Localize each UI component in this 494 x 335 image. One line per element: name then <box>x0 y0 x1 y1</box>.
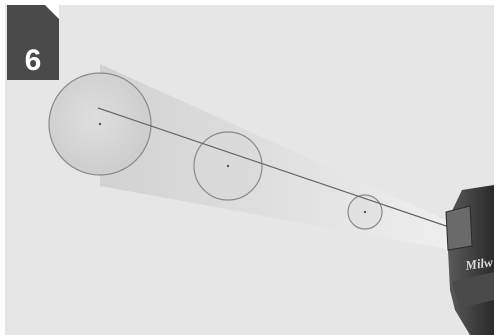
laser-line <box>97 107 453 229</box>
step-number-badge: 6 <box>7 5 59 80</box>
step-number: 6 <box>24 44 42 77</box>
device-lens <box>445 205 473 251</box>
laser-dot-small <box>363 210 367 214</box>
device-grip <box>452 272 494 308</box>
measuring-device: Milw <box>445 185 494 335</box>
badge-folded-corner <box>45 5 59 19</box>
laser-dot-medium <box>226 164 230 168</box>
beam-cone <box>100 64 450 250</box>
device-brand-logo: Milw <box>463 254 494 273</box>
laser-dot-large <box>98 122 102 126</box>
